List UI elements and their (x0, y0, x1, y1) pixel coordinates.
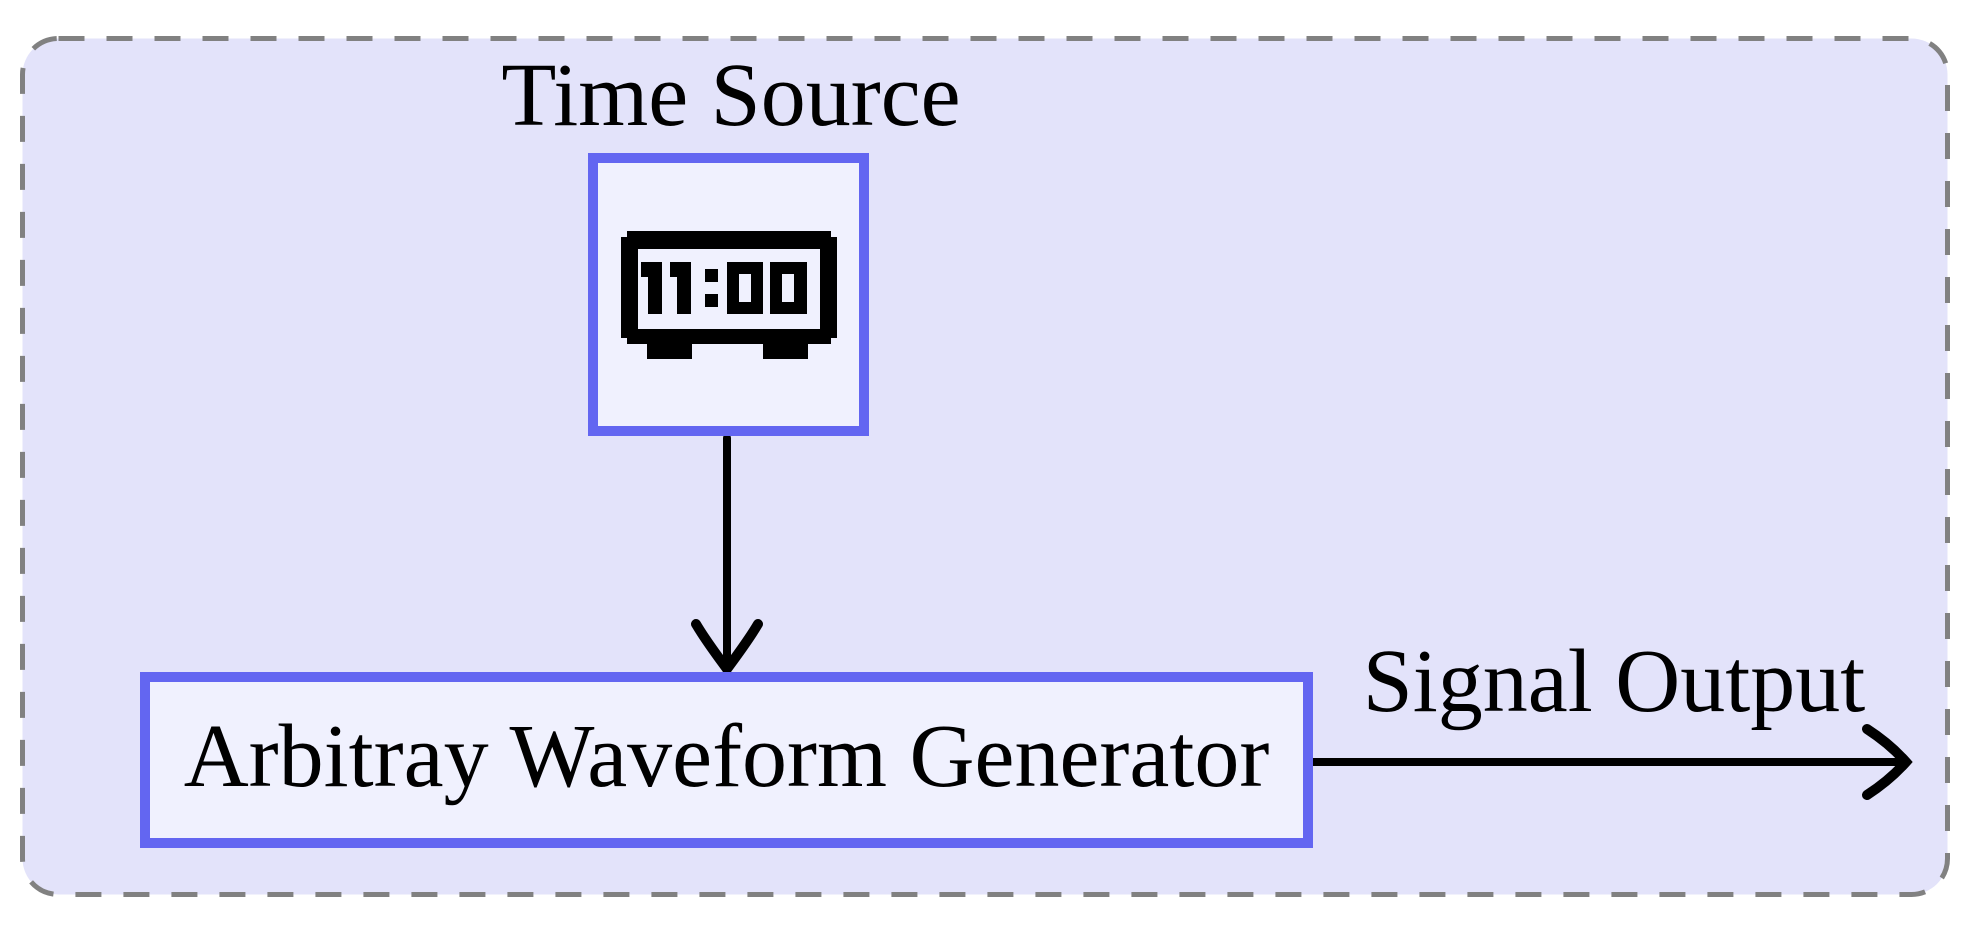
signal-output-label: Signal Output (1362, 632, 1866, 731)
arrow-right-head-icon (1862, 724, 1913, 800)
arrow-down-head-icon (691, 619, 763, 678)
waveform-generator-label: Arbitray Waveform Generator (183, 707, 1270, 806)
time-source-node (588, 153, 869, 436)
waveform-generator-node: Arbitray Waveform Generator (140, 672, 1313, 848)
arrow-down-connector (691, 434, 763, 678)
time-source-label: Time Source (501, 46, 961, 145)
digital-clock-icon (620, 230, 837, 359)
arrow-right-connector (1309, 724, 1913, 800)
